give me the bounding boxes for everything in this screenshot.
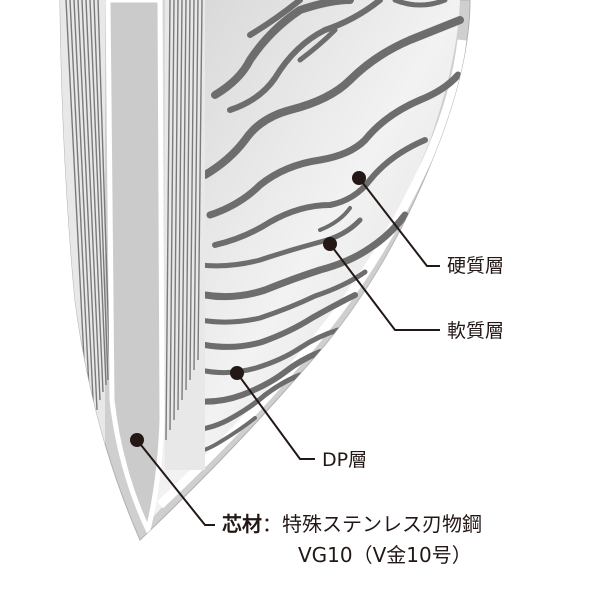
marker-core — [130, 433, 144, 447]
right-laminate-stripes — [165, 0, 205, 470]
marker-hard-layer — [352, 171, 366, 185]
marker-soft-layer — [323, 237, 337, 251]
core-layer — [105, 0, 165, 538]
marker-dp-layer — [230, 366, 244, 380]
leader-line-dp-layer — [236, 372, 315, 460]
label-dp-layer: DP層 — [322, 449, 368, 471]
left-laminate-stripes — [60, 0, 111, 470]
label-hard-layer: 硬質層 — [447, 255, 505, 277]
leader-line-soft-layer — [329, 243, 440, 331]
label-core-material: 特殊ステンレス刃物鋼 — [282, 512, 482, 536]
label-core-term: 芯材 — [222, 512, 262, 536]
label-soft-layer: 軟質層 — [447, 320, 505, 342]
damascus-pattern — [173, 0, 464, 457]
leader-line-core — [136, 439, 215, 526]
label-core-material-sub: VG10（V金10号） — [298, 543, 472, 567]
leader-line-hard-layer — [358, 177, 440, 267]
label-core: 芯材：特殊ステンレス刃物鋼 — [222, 514, 482, 534]
label-core-separator: ： — [262, 512, 282, 536]
damascus-region — [150, 0, 460, 520]
